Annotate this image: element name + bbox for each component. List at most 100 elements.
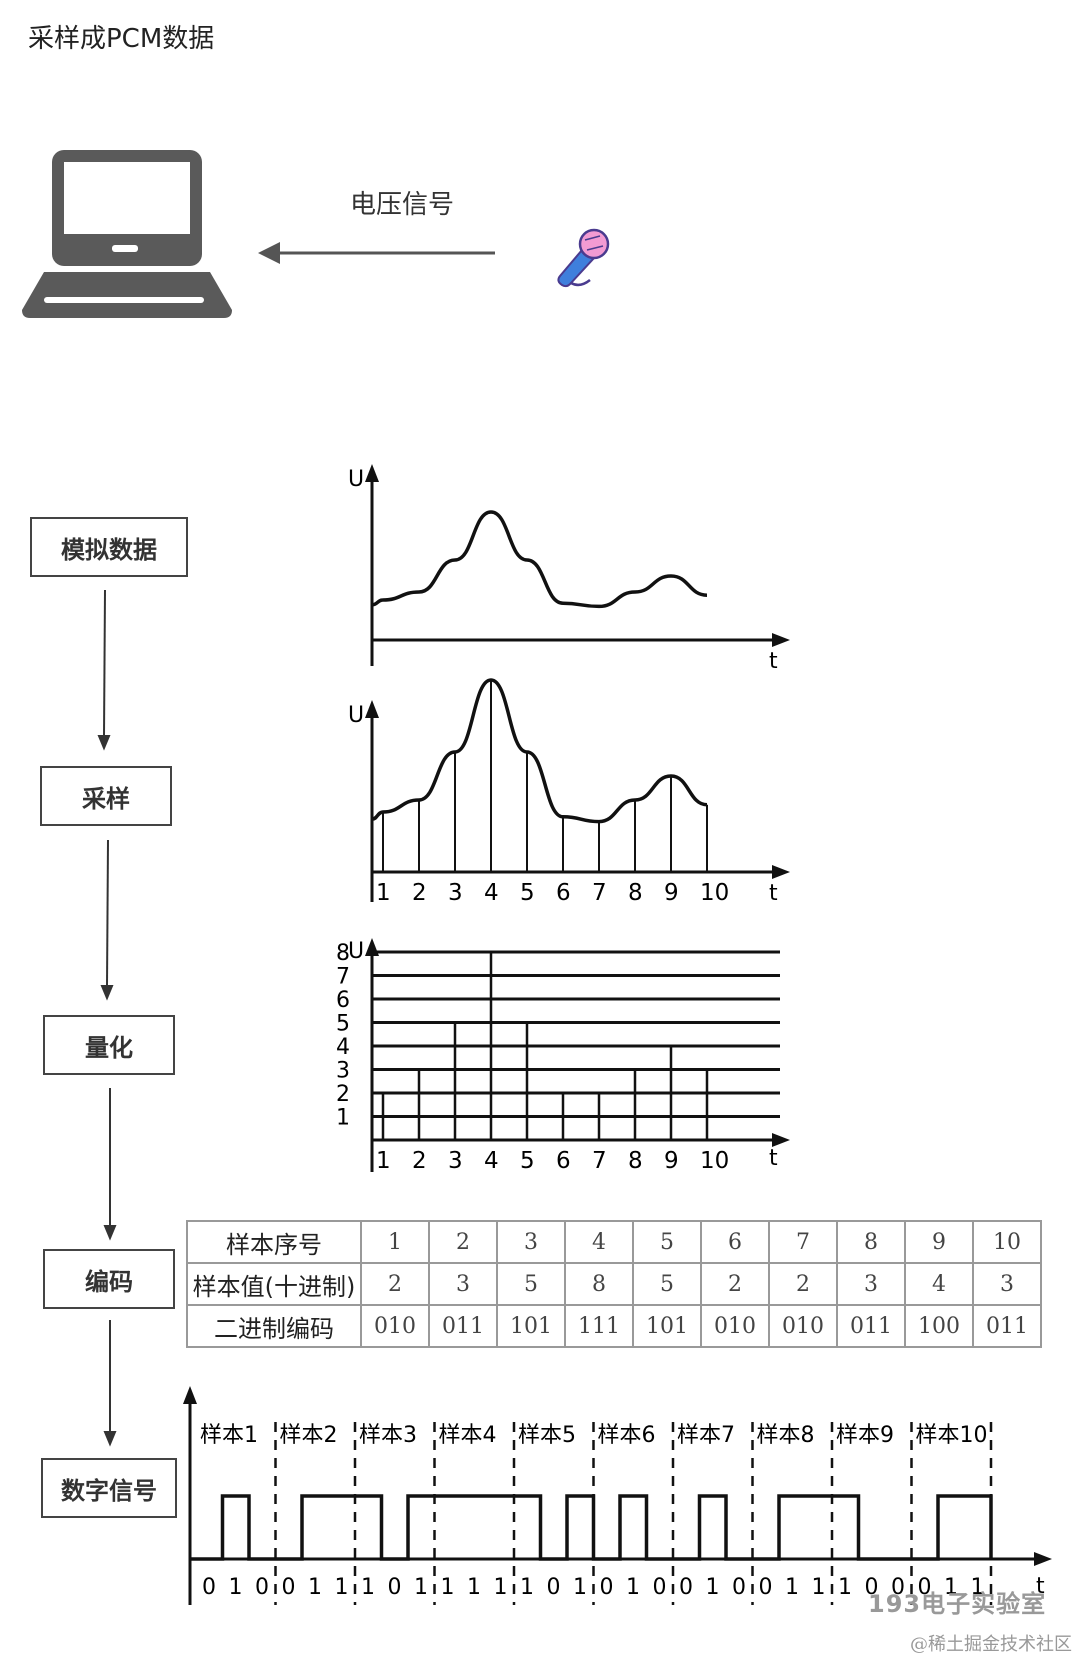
table-row-header: 样本值(十进制) [186,1262,362,1306]
u-axis-label: U [348,939,364,964]
table-cell: 010 [768,1304,838,1348]
digital-sample-label: 样本2 [280,1423,338,1448]
table-cell: 3 [972,1262,1042,1306]
digital-bit-label: 1 [971,1575,985,1600]
top-illustration [22,150,610,318]
quant-level-label: 4 [336,1035,350,1060]
digital-sample-label: 样本6 [598,1423,656,1448]
table-cell: 5 [632,1220,702,1264]
sample-tick-label: 7 [592,880,607,906]
u-axis-label: U [348,703,364,728]
table-cell: 8 [836,1220,906,1264]
digital-bit-label: 1 [229,1575,243,1600]
digital-bit-label: 0 [547,1575,561,1600]
table-cell: 101 [632,1304,702,1348]
quant-level-label: 5 [336,1012,350,1037]
step-encoding: 编码 [43,1249,175,1309]
digital-bit-label: 0 [865,1575,879,1600]
digital-bit-label: 0 [653,1575,667,1600]
analog-waveform [371,678,708,824]
sample-tick-label: 8 [628,880,643,906]
step-quantization: 量化 [43,1015,175,1075]
step-sampling: 采样 [40,766,172,826]
table-cell: 5 [496,1262,566,1306]
sample-tick-label: 6 [556,880,571,906]
table-cell: 011 [836,1304,906,1348]
table-cell: 010 [360,1304,430,1348]
table-cell: 010 [700,1304,770,1348]
digital-sample-label: 样本4 [439,1423,497,1448]
table-cell: 111 [564,1304,634,1348]
table-cell: 5 [632,1262,702,1306]
digital-sample-label: 样本7 [677,1423,735,1448]
page-title: 采样成PCM数据 [28,24,215,54]
voltage-signal-label: 电压信号 [350,190,455,220]
digital-bit-label: 1 [494,1575,508,1600]
sample-tick-label: 2 [412,880,427,906]
table-cell: 3 [428,1262,498,1306]
table-cell: 6 [700,1220,770,1264]
quant-tick-label: 9 [664,1148,679,1174]
laptop-icon [22,150,232,318]
digital-bit-label: 1 [467,1575,481,1600]
table-cell: 101 [496,1304,566,1348]
sample-tick-label: 10 [700,880,729,906]
digital-bit-label: 0 [255,1575,269,1600]
quant-level-label: 8 [336,941,350,966]
digital-bit-label: 0 [679,1575,693,1600]
table-cell: 9 [904,1220,974,1264]
digital-bit-label: 1 [520,1575,534,1600]
table-row-header: 样本序号 [186,1220,362,1264]
digital-sample-label: 样本5 [518,1423,576,1448]
table-cell: 4 [904,1262,974,1306]
t-axis-label: t [769,649,778,674]
table-cell: 8 [564,1262,634,1306]
digital-bit-label: 0 [759,1575,773,1600]
digital-sample-label: 样本9 [836,1423,894,1448]
digital-bit-label: 1 [944,1575,958,1600]
quant-tick-label: 10 [700,1148,729,1174]
digital-bit-label: 1 [706,1575,720,1600]
table-cell: 2 [700,1262,770,1306]
arrow-left-icon [258,242,495,264]
u-axis-label: U [348,467,364,492]
digital-bit-label: 0 [918,1575,932,1600]
table-cell: 011 [428,1304,498,1348]
digital-bit-label: 1 [812,1575,826,1600]
digital-bit-label: 0 [202,1575,216,1600]
microphone-icon [557,228,610,288]
digital-sample-label: 样本3 [359,1423,417,1448]
digital-sample-label: 样本1 [200,1423,258,1448]
digital-sample-label: 样本10 [916,1423,988,1448]
analog-chart: U t [348,464,790,674]
digital-bit-label: 1 [838,1575,852,1600]
digital-bit-label: 0 [388,1575,402,1600]
quant-tick-label: 3 [448,1148,463,1174]
digital-bit-label: 0 [732,1575,746,1600]
quant-tick-label: 5 [520,1148,535,1174]
table-cell: 3 [496,1220,566,1264]
table-cell: 7 [768,1220,838,1264]
digital-bit-label: 1 [414,1575,428,1600]
digital-bit-label: 0 [600,1575,614,1600]
table-cell: 100 [904,1304,974,1348]
sample-tick-label: 5 [520,880,535,906]
digital-waveform [190,1494,993,1561]
sample-tick-label: 1 [376,880,391,906]
watermark-site: @稀土掘金技术社区 [910,1634,1072,1655]
digital-bit-label: 1 [626,1575,640,1600]
step-digital-signal: 数字信号 [41,1458,177,1518]
quant-level-label: 2 [336,1082,350,1107]
digital-bit-label: 1 [308,1575,322,1600]
step-analog-data: 模拟数据 [30,517,188,577]
table-cell: 4 [564,1220,634,1264]
t-axis-label: t [769,1146,778,1171]
watermark-logo: 193电子实验室 [868,1590,1047,1618]
digital-sample-label: 样本8 [757,1423,815,1448]
